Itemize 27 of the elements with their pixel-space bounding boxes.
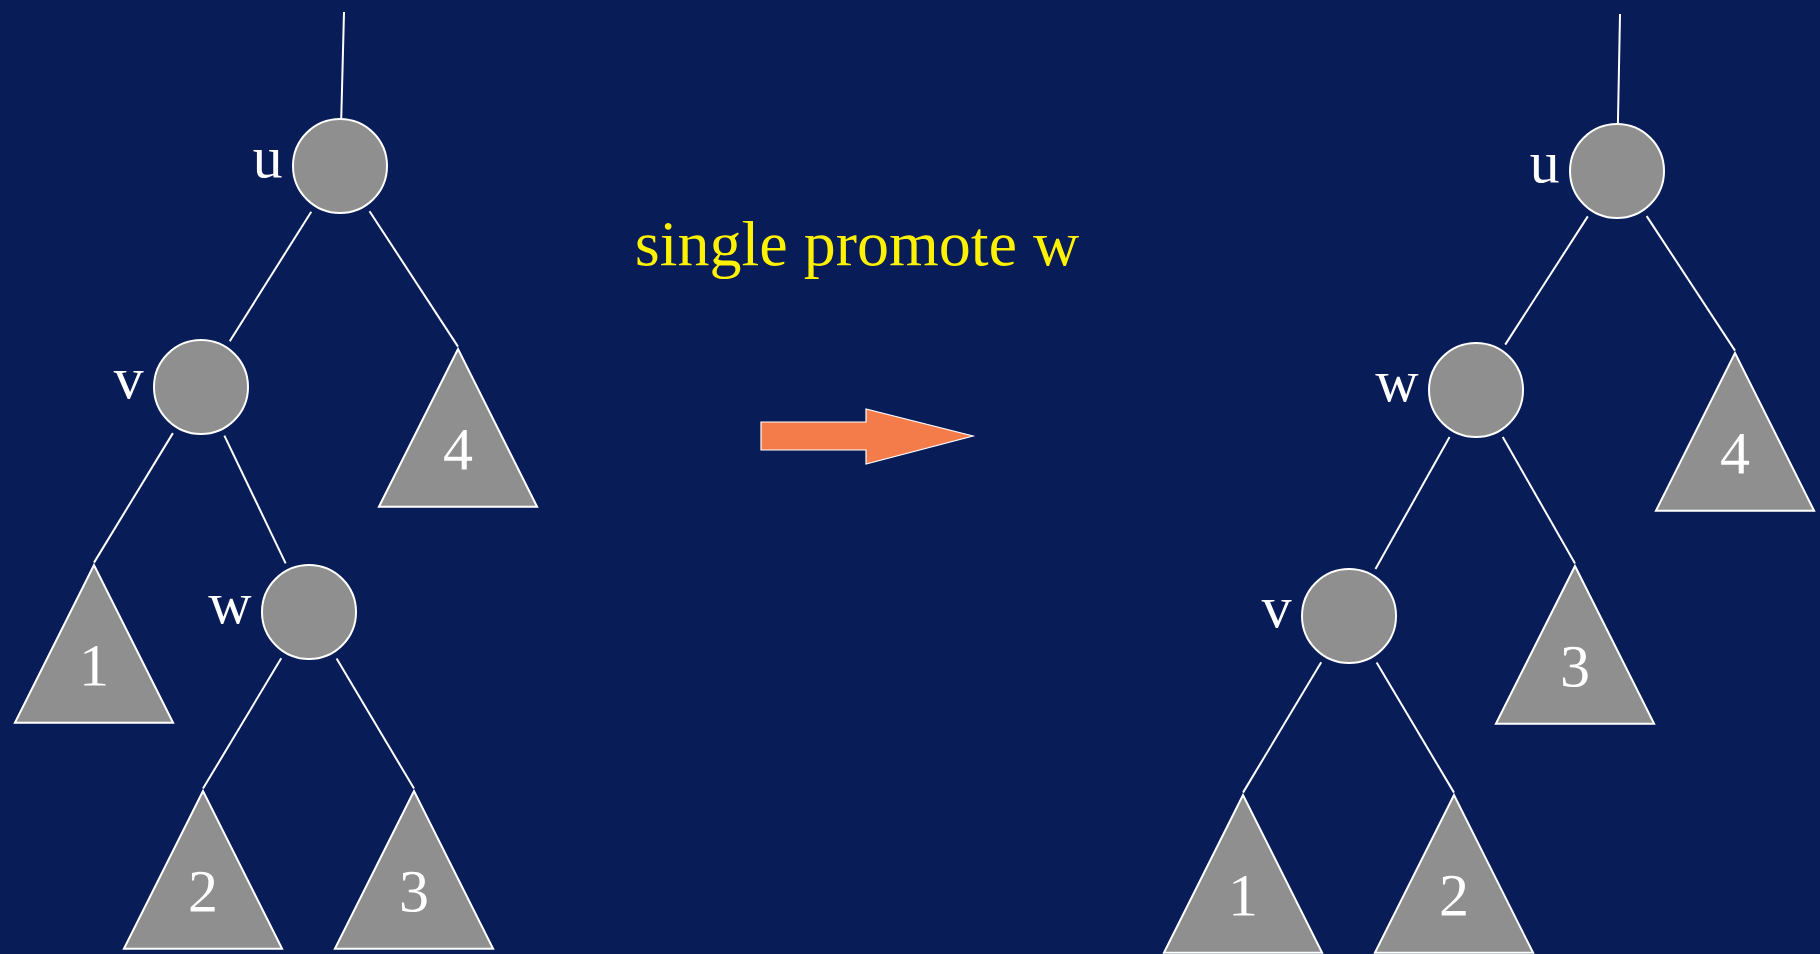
node-label: w (1375, 373, 1419, 403)
tree-node-circle (261, 564, 357, 660)
tree-edge (1501, 435, 1576, 565)
tree-node-circle (1301, 568, 1397, 664)
node-label: v (1261, 599, 1292, 629)
tree-node-circle (153, 339, 249, 435)
tree-edge (202, 657, 283, 790)
tree-edge (1504, 215, 1589, 346)
tree-node-circle (292, 118, 388, 214)
tree-edge (335, 657, 415, 790)
title: single promote w (637, 220, 1079, 280)
tree-edge (223, 434, 287, 565)
tree-edge (228, 210, 313, 343)
tree-edge (1242, 661, 1323, 794)
tree-edge (1645, 215, 1736, 352)
node-label: u (1530, 154, 1559, 184)
node-label: v (113, 370, 144, 400)
tree-edge (1616, 13, 1621, 124)
tree-node-circle (1428, 342, 1524, 438)
tree-edge (1374, 436, 1451, 570)
node-label: w (208, 595, 252, 625)
tree-edge (93, 432, 174, 564)
tree-edge (368, 210, 459, 348)
tree-edge (340, 11, 345, 120)
tree-edge (1375, 661, 1455, 794)
tree-node-circle (1569, 123, 1665, 219)
node-label: u (253, 149, 282, 179)
